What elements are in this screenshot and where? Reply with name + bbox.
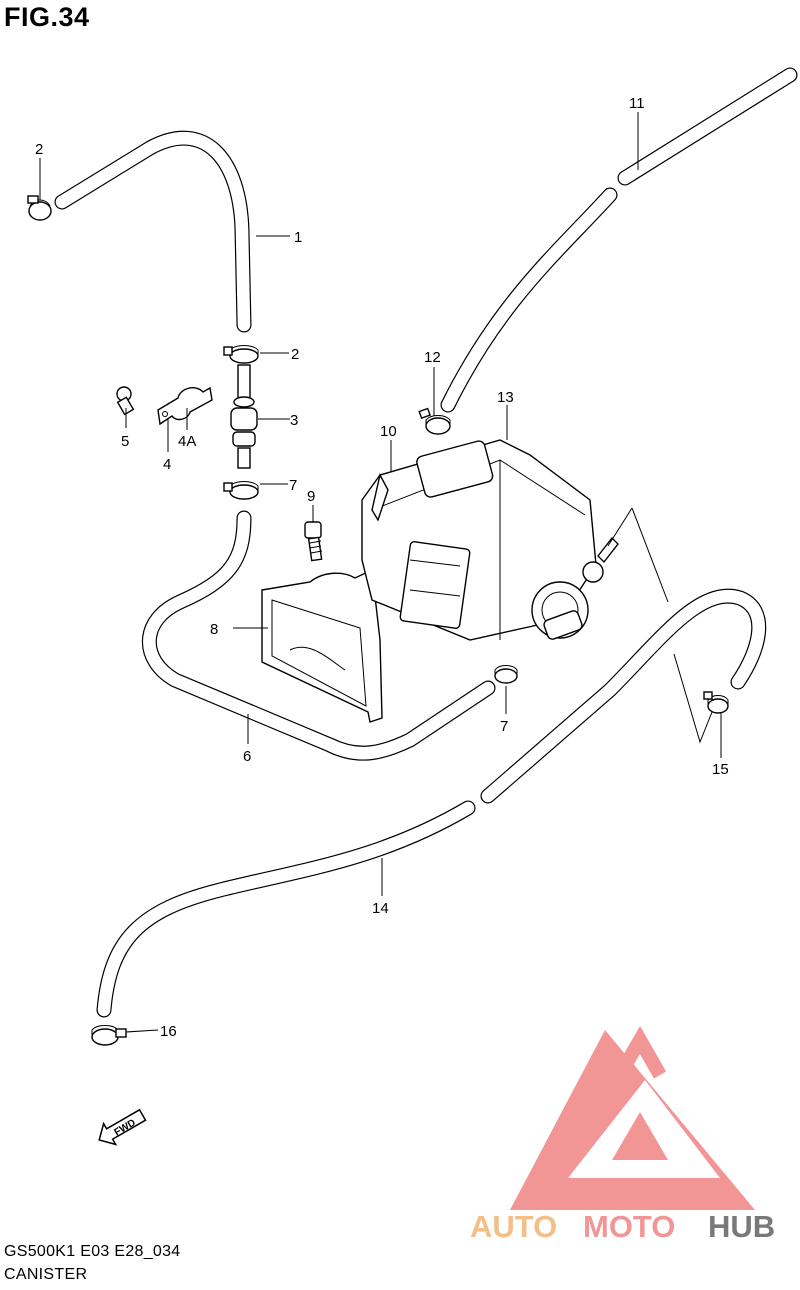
callout-2-middle: 2: [291, 346, 299, 363]
forward-direction-arrow: FWD: [98, 1108, 147, 1146]
callout-9: 9: [307, 488, 315, 505]
callout-15: 15: [712, 761, 729, 778]
hose-6: [141, 510, 496, 761]
bolt-9: [304, 521, 323, 562]
clamp-2-middle: [223, 345, 259, 364]
clamp-12: [418, 407, 451, 435]
bolt-5: [116, 386, 135, 416]
figure-title: FIG.34: [4, 2, 90, 32]
callout-5: 5: [121, 433, 129, 450]
callout-7-upper: 7: [289, 477, 297, 494]
callout-14: 14: [372, 900, 389, 917]
footer-section-name: CANISTER: [4, 1266, 88, 1283]
callout-11: 11: [629, 95, 645, 112]
callout-4a: 4A: [178, 433, 196, 450]
callout-7-lower: 7: [500, 718, 508, 735]
callout-12: 12: [424, 349, 441, 366]
callout-labels: 1 2 2 3 4 4A 5 6 7 7 8 9 10 11 12 13 14 …: [35, 95, 729, 1040]
callout-8: 8: [210, 621, 218, 638]
forward-arrow-label: FWD: [112, 1118, 137, 1139]
fitting-3: [230, 364, 258, 469]
footer-model-code: GS500K1 E03 E28_034: [4, 1243, 181, 1260]
callout-6: 6: [243, 748, 251, 765]
callout-4: 4: [163, 456, 171, 473]
watermark-logo: AUTO MOTO HUB: [470, 1026, 775, 1244]
leader-lines: [39, 112, 722, 1033]
callout-2-left: 2: [35, 141, 43, 158]
clamp-7-upper: [223, 481, 259, 500]
watermark-triangle-core: [612, 1112, 668, 1160]
callout-16: 16: [160, 1023, 177, 1040]
watermark-brand-hub: HUB: [708, 1209, 775, 1244]
callout-3: 3: [290, 412, 298, 429]
watermark-m-stroke: [563, 1026, 667, 1164]
clamp-16: [91, 1025, 127, 1046]
callout-13: 13: [497, 389, 514, 406]
hose-14: [96, 588, 767, 1018]
clamp-15: [703, 691, 729, 714]
clamp-7-lower: [494, 665, 518, 684]
callout-1: 1: [294, 229, 302, 246]
hose-1: [54, 130, 252, 333]
canister-13: [361, 439, 619, 641]
hose-11: [440, 67, 798, 413]
watermark-brand-auto: AUTO: [470, 1209, 557, 1244]
bracket-8: [261, 568, 383, 723]
callout-10: 10: [380, 423, 397, 440]
watermark-brand-moto: MOTO: [583, 1209, 675, 1244]
clip-4: [157, 386, 213, 426]
